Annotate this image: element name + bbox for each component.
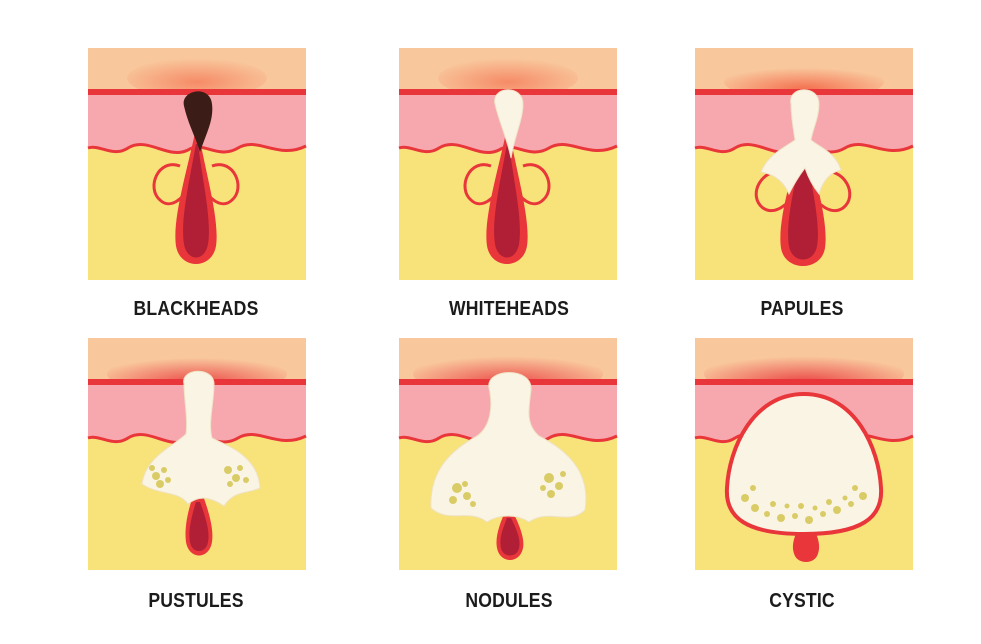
- cystic-skin-cross-section: [695, 338, 913, 570]
- papules-label: PAPULES: [688, 298, 917, 321]
- pustules-skin-cross-section: [88, 338, 306, 570]
- pustules-illustration: [88, 338, 306, 570]
- papules-illustration: [695, 48, 913, 280]
- cystic-label: CYSTIC: [688, 590, 917, 613]
- cystic-illustration: [695, 338, 913, 570]
- blackheads-label: BLACKHEADS: [82, 298, 311, 321]
- nodules-illustration: [399, 338, 617, 570]
- nodules-skin-cross-section: [399, 338, 617, 570]
- nodules-label: NODULES: [395, 590, 624, 613]
- papules-skin-cross-section: [695, 48, 913, 280]
- whiteheads-label: WHITEHEADS: [395, 298, 624, 321]
- whiteheads-illustration: [399, 48, 617, 280]
- pustules-label: PUSTULES: [82, 590, 311, 613]
- whiteheads-skin-cross-section: [399, 48, 617, 280]
- blackheads-illustration: [88, 48, 306, 280]
- blackheads-skin-cross-section: [88, 48, 306, 280]
